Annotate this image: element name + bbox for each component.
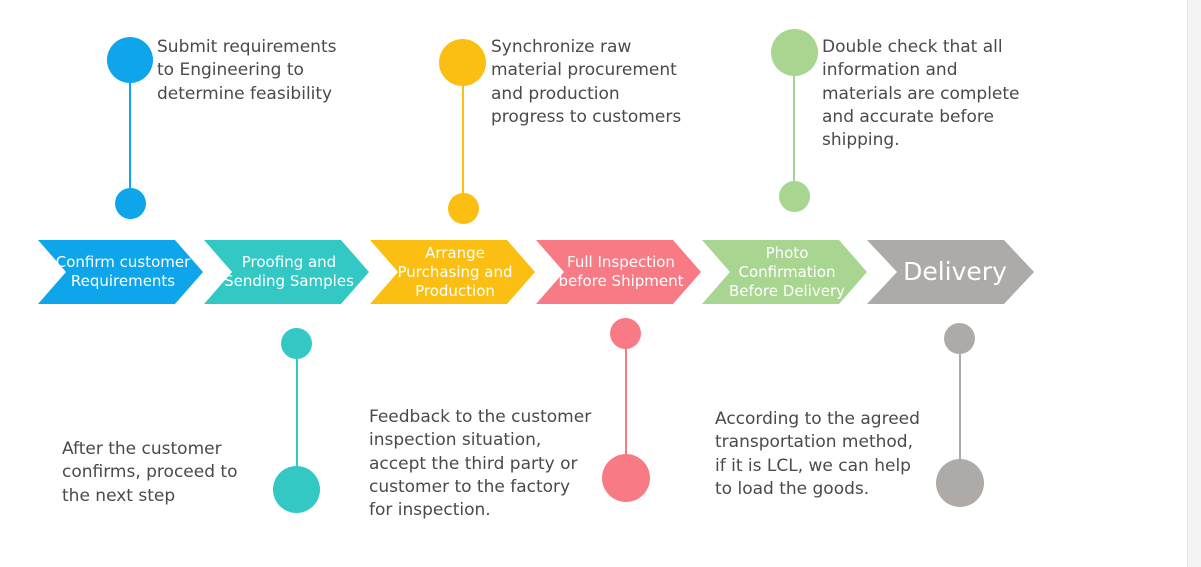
step-label-purchasing-production: Arrange Purchasing and Production: [397, 243, 513, 300]
description-proofing-samples: After the customer confirms, proceed to …: [62, 439, 238, 506]
connector-line-5: [793, 52, 795, 197]
top-dot-1: [107, 37, 153, 83]
bottom-dot-1: [115, 188, 146, 219]
step-label-full-inspection: Full Inspection before Shipment: [558, 253, 684, 290]
bottom-dot-5: [779, 181, 810, 212]
right-border: [1187, 0, 1201, 567]
bottom-dot-2: [273, 466, 320, 513]
connector-line-3: [462, 62, 464, 208]
step-label-delivery: Delivery: [903, 257, 1007, 286]
top-dot-6: [944, 323, 975, 354]
step-label-photo-confirmation: Photo Confirmation Before Delivery: [728, 243, 846, 300]
top-dot-5: [771, 29, 818, 76]
top-dot-2: [281, 328, 312, 359]
bottom-dot-6: [936, 459, 984, 507]
step-label-confirm-requirements: Confirm customer Requirements: [55, 253, 191, 290]
description-photo-confirmation: Double check that all information and ma…: [822, 37, 1020, 151]
description-confirm-requirements: Submit requirements to Engineering to de…: [157, 37, 337, 104]
bottom-dot-4: [602, 454, 650, 502]
description-delivery: According to the agreed transportation m…: [715, 409, 920, 499]
top-dot-4: [610, 318, 641, 349]
connector-line-6: [959, 338, 961, 484]
connector-line-1: [129, 60, 131, 204]
connector-line-4: [625, 333, 627, 478]
connector-line-2: [296, 343, 298, 489]
description-purchasing-production: Synchronize raw material procurement and…: [491, 37, 682, 127]
description-full-inspection: Feedback to the customer inspection situ…: [369, 407, 592, 521]
bottom-dot-3: [448, 193, 479, 224]
step-label-proofing-samples: Proofing and Sending Samples: [224, 253, 354, 290]
top-dot-3: [439, 39, 486, 86]
